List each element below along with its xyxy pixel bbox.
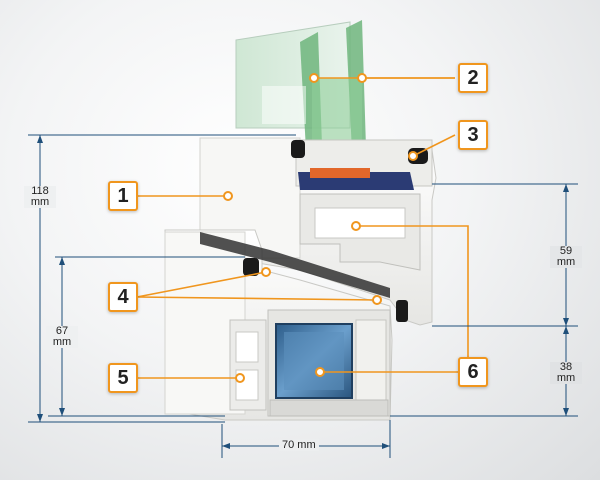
callout-6: 6 [458, 357, 488, 387]
dimension-unit: mm [556, 256, 576, 268]
leader-dots [223, 73, 418, 383]
brand-mark [262, 86, 306, 124]
dimension-unit: mm [52, 336, 72, 348]
callout-5: 5 [108, 363, 138, 393]
dimension-arrows [37, 135, 569, 449]
callout-1: 1 [108, 181, 138, 211]
callout-4: 4 [108, 282, 138, 312]
dimension-value: 59 [559, 245, 573, 257]
dimension-value: 67 [55, 325, 69, 337]
dimension-depth: 70 mm [279, 439, 319, 451]
dimension-value: 38 [559, 361, 573, 373]
dimension-total-height: 118 mm [24, 186, 56, 208]
dimension-lines [28, 134, 578, 458]
dimension-frame-height: 67 mm [46, 326, 78, 348]
dimension-unit: mm [556, 372, 576, 384]
dimension-unit: mm [30, 196, 50, 208]
dimension-sash-top: 59 mm [550, 246, 582, 268]
dimension-value: 118 [31, 185, 49, 197]
dimension-sash-bottom: 38 mm [550, 362, 582, 384]
callout-3: 3 [458, 120, 488, 150]
callout-2: 2 [458, 63, 488, 93]
